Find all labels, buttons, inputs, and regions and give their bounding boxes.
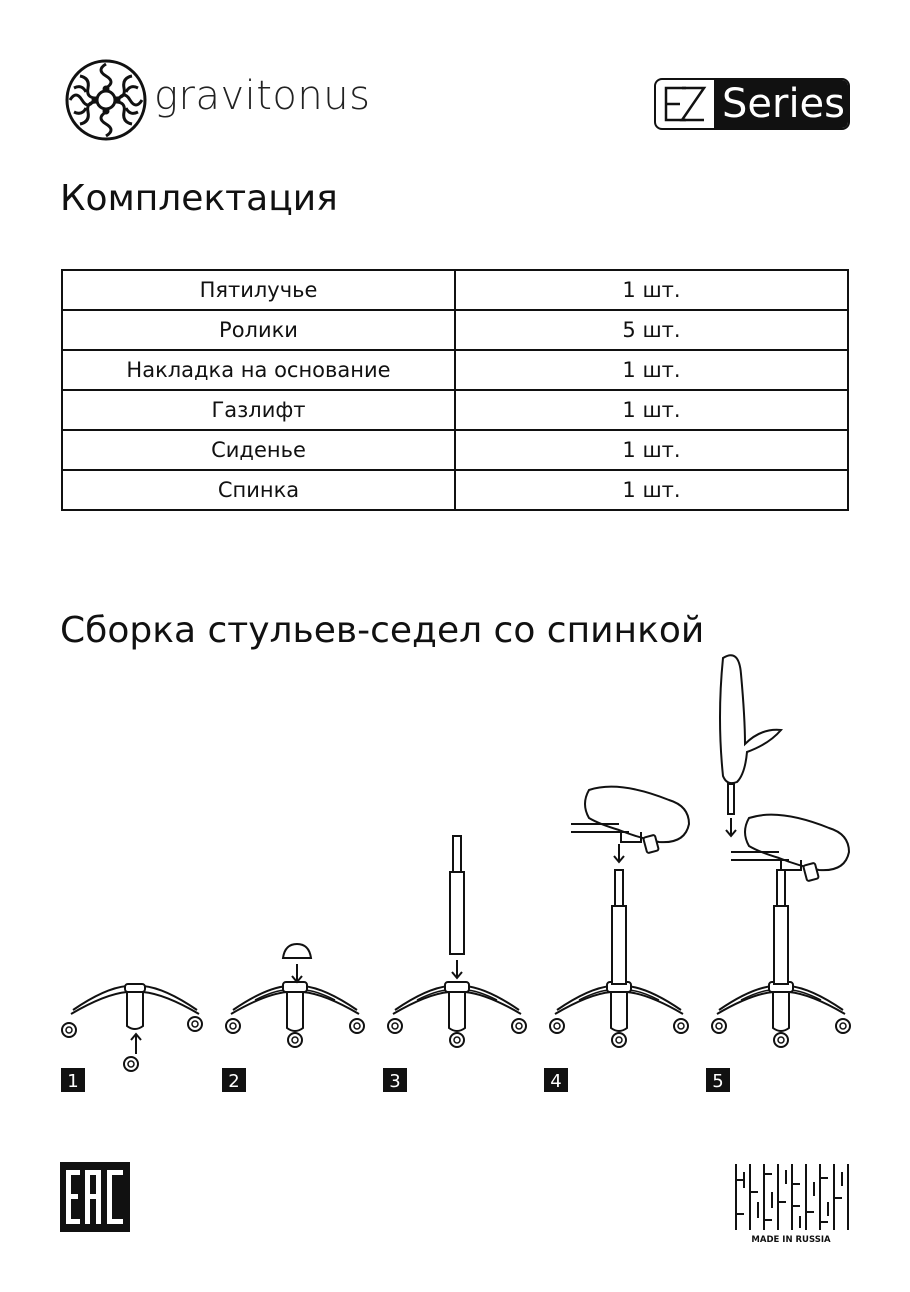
eac-mark-icon (60, 1162, 130, 1232)
assembly-step-4-figure (549, 785, 690, 1048)
item-name: Спинка (61, 469, 456, 511)
step-number: 2 (228, 1071, 239, 1092)
item-name: Пятилучье (61, 269, 456, 311)
step-number: 4 (550, 1071, 561, 1092)
step-number: 5 (712, 1071, 723, 1092)
brand-name: gravitonus (154, 73, 371, 119)
item-qty: 1 шт. (454, 429, 849, 471)
series-badge: Series (654, 78, 850, 130)
gravitonus-logo-icon (65, 59, 147, 141)
assembly-step-3-figure (387, 835, 527, 1048)
series-label: Series (714, 80, 848, 128)
assembly-title: Сборка стульев-седел со спинкой (60, 610, 705, 651)
assembly-steps-illustration: 1 2 3 4 5 (61, 654, 851, 1092)
assembly-step-1-figure (61, 983, 203, 1072)
kit-title: Комплектация (60, 178, 338, 219)
item-qty: 1 шт. (454, 349, 849, 391)
assembly-step-5-figure (711, 654, 851, 1048)
ez-letters-icon (664, 86, 707, 122)
assembly-step-2-figure (225, 942, 365, 1048)
item-name: Газлифт (61, 389, 456, 431)
step-badge-2: 2 (222, 1068, 246, 1092)
item-qty: 1 шт. (454, 469, 849, 511)
item-qty: 1 шт. (454, 389, 849, 431)
item-name: Ролики (61, 309, 456, 351)
ez-mark (656, 80, 714, 128)
step-number: 1 (67, 1071, 78, 1092)
step-badge-3: 3 (383, 1068, 407, 1092)
step-number: 3 (389, 1071, 400, 1092)
step-badge-1: 1 (61, 1068, 85, 1092)
made-in-russia-mark-icon (735, 1164, 849, 1230)
step-badge-5: 5 (706, 1068, 730, 1092)
item-qty: 1 шт. (454, 269, 849, 311)
step-badge-4: 4 (544, 1068, 568, 1092)
made-in-label: MADE IN RUSSIA (751, 1235, 831, 1245)
item-name: Накладка на основание (61, 349, 456, 391)
item-name: Сиденье (61, 429, 456, 471)
item-qty: 5 шт. (454, 309, 849, 351)
